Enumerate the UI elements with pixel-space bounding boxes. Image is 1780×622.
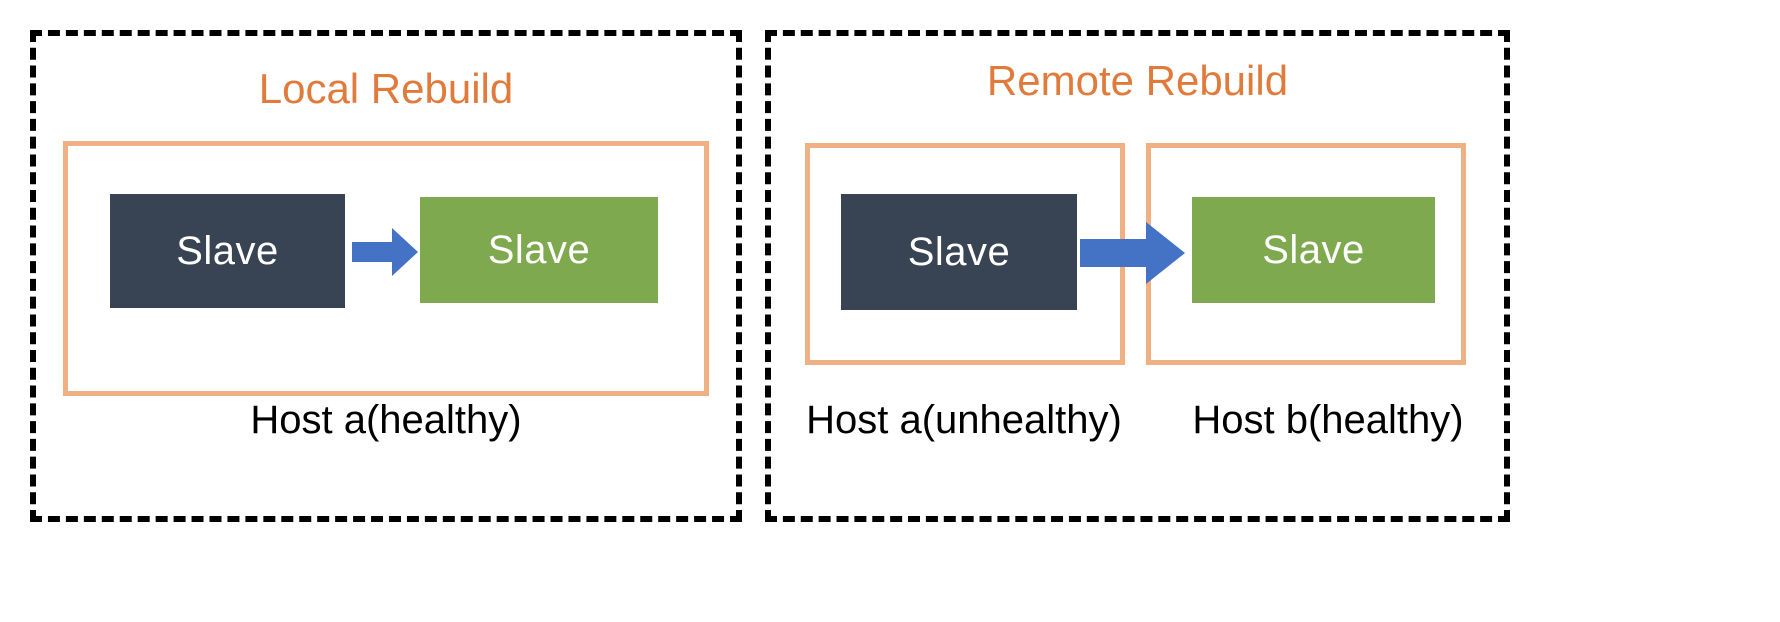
node-label: Slave (1262, 228, 1365, 272)
node-slave-local-target: Slave (420, 197, 658, 303)
arrow-right-icon-local (352, 228, 418, 276)
arrow-right-icon-remote (1080, 222, 1185, 284)
panel-title-remote-rebuild: Remote Rebuild (986, 57, 1289, 104)
panel-local-rebuild (30, 30, 742, 522)
host-label-remote-host-b: Host b(healthy) (1192, 398, 1464, 442)
panel-remote-rebuild (765, 30, 1510, 522)
node-label: Slave (907, 230, 1011, 274)
node-slave-remote-source: Slave (841, 194, 1077, 310)
panel-title-local-rebuild: Local Rebuild (258, 65, 514, 112)
node-label: Slave (176, 229, 279, 273)
node-slave-remote-target: Slave (1192, 197, 1435, 303)
node-label: Slave (487, 228, 591, 272)
host-label-remote-host-a: Host a(unhealthy) (806, 398, 1122, 442)
node-slave-local-source: Slave (110, 194, 345, 308)
host-label-local-host-a: Host a(healthy) (250, 398, 522, 442)
